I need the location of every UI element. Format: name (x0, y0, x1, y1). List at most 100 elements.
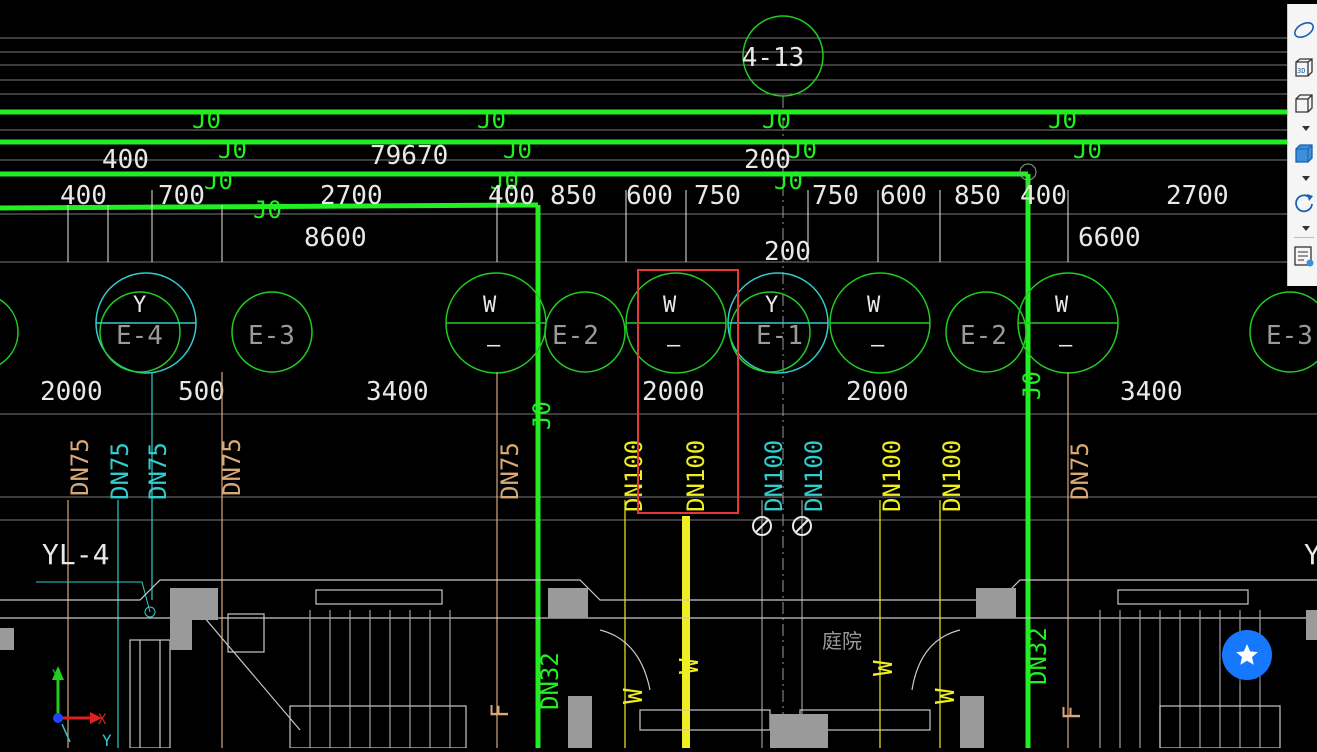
dim-text: 3400 (1120, 377, 1183, 407)
bubble-label: E-3 (1266, 321, 1313, 351)
highlighted-pipe (682, 516, 690, 748)
bubble-label: E-3 (248, 321, 295, 351)
axis-label-x: X (98, 712, 107, 728)
j0-label: J0 (1048, 106, 1077, 134)
room-label: 庭院 (822, 629, 862, 653)
dim-text: 2000 (846, 377, 909, 407)
bubble-label: E-4 (116, 321, 163, 351)
chevron-down-icon[interactable] (1302, 226, 1310, 231)
j0-label: J0 (204, 167, 233, 195)
dim-text: 750 (812, 181, 859, 211)
riser-label: YL-4 (42, 538, 109, 571)
grid-bubble-top: 4-13 (742, 15, 824, 748)
dim-text: 700 (158, 181, 205, 211)
bubble-label: – (667, 333, 681, 358)
dim-text: 200 (744, 145, 791, 175)
bubble-label: – (1059, 333, 1073, 358)
riser-label: Y (1304, 538, 1317, 571)
layer-list-icon[interactable] (1292, 244, 1316, 268)
dim-text: 2000 (40, 377, 103, 407)
dim-text: 200 (764, 237, 811, 267)
pipe-size: DN75 (66, 438, 94, 496)
j0-label: J0 (192, 106, 221, 134)
dim-text: 500 (178, 377, 225, 407)
dimension-row-2: 400 700 2700 400 850 600 750 750 600 850… (60, 181, 1229, 211)
dim-text: 850 (954, 181, 1001, 211)
f-marks: F F (486, 704, 1086, 720)
bubble-label: – (871, 333, 885, 358)
pipe-mark: W (675, 658, 705, 674)
dim-text: 400 (102, 145, 149, 175)
j0-label: J0 (774, 167, 803, 195)
j0-label: J0 (477, 106, 506, 134)
bubble-label: E-1 (756, 321, 803, 351)
j0-label: J0 (503, 136, 532, 164)
pipe-size: DN100 (760, 440, 788, 512)
box-shaded-icon[interactable] (1292, 142, 1316, 166)
pipe-size: DN75 (1066, 442, 1094, 500)
pipe-risers (752, 516, 812, 536)
pipe-size: DN100 (938, 440, 966, 512)
3d-label: 3D (1297, 67, 1305, 75)
dimension-row-4: 2000 500 3400 2000 2000 3400 (40, 377, 1183, 407)
dimension-row-1: 400 79670 200 (102, 141, 791, 175)
j0-labels: J0 J0 J0 J0 J0 J0 J0 J0 J0 J0 J0 J0 (192, 106, 1102, 224)
grid-bubble-label: 4-13 (742, 43, 805, 73)
j0-label-vertical: J0 (1018, 371, 1046, 400)
chevron-down-icon[interactable] (1302, 126, 1310, 131)
bubble-top-labels: Y W W Y W W – – – – (133, 293, 1073, 358)
dim-text: 3400 (366, 377, 429, 407)
bubble-label: Y (765, 293, 778, 318)
toolbar-divider (1294, 237, 1314, 238)
bubble-e-labels: E-4 E-3 E-2 E-1 E-2 E-3 (116, 321, 1313, 351)
dim-text: 400 (1020, 181, 1067, 211)
dim-text: 2700 (1166, 181, 1229, 211)
j0-label: J0 (788, 136, 817, 164)
dim-text: 400 (60, 181, 107, 211)
pipe-size: DN100 (620, 440, 648, 512)
pipe-size: DN75 (144, 442, 172, 500)
pipe-mark: F (1058, 706, 1086, 720)
favorite-button[interactable] (1222, 630, 1272, 680)
dimension-ticks (67, 190, 1069, 262)
bubble-label: E-2 (552, 321, 599, 351)
j0-label: J0 (218, 136, 247, 164)
pipe-node (1019, 163, 1037, 181)
dim-text: 850 (550, 181, 597, 211)
background-grid (0, 37, 1317, 521)
dim-text: 2700 (320, 181, 383, 211)
axis-label-y: Y (102, 731, 112, 748)
j0-label: J0 (1073, 136, 1102, 164)
bubble-label: W (483, 293, 497, 318)
dn-labels: DN75 DN75 DN75 DN75 DN75 DN100 DN100 DN1… (66, 438, 1094, 710)
vertical-pipes (67, 372, 1069, 748)
dim-text: 600 (626, 181, 673, 211)
box-wireframe-icon[interactable] (1292, 92, 1316, 116)
dim-text: 79670 (370, 141, 448, 171)
j0-label: J0 (490, 167, 519, 195)
w-marks: W W W W (619, 658, 961, 704)
bubble-label: W (867, 293, 881, 318)
star-icon (1236, 644, 1258, 665)
floor-plan (0, 579, 1317, 749)
pipe-size: DN32 (536, 652, 564, 710)
pipe-size: DN75 (106, 442, 134, 500)
bubble-label: E-2 (960, 321, 1007, 351)
rotate-icon[interactable] (1292, 190, 1316, 214)
bubble-label: – (487, 333, 501, 358)
bubble-label: W (1055, 293, 1069, 318)
pipe-mark: W (619, 688, 649, 704)
orbit-icon[interactable] (1292, 18, 1316, 42)
chevron-down-icon[interactable] (1302, 176, 1310, 181)
3d-view-icon[interactable]: 3D (1292, 56, 1316, 80)
selection-box (637, 269, 739, 514)
pipe-mark: W (869, 660, 899, 676)
axis-label-y: Y (52, 668, 61, 684)
pipe-mark: F (486, 704, 514, 718)
pipe-mark: W (931, 688, 961, 704)
bubble-label: Y (133, 293, 146, 318)
pipe-size: DN75 (218, 438, 246, 496)
wall-blocks (0, 588, 1317, 748)
